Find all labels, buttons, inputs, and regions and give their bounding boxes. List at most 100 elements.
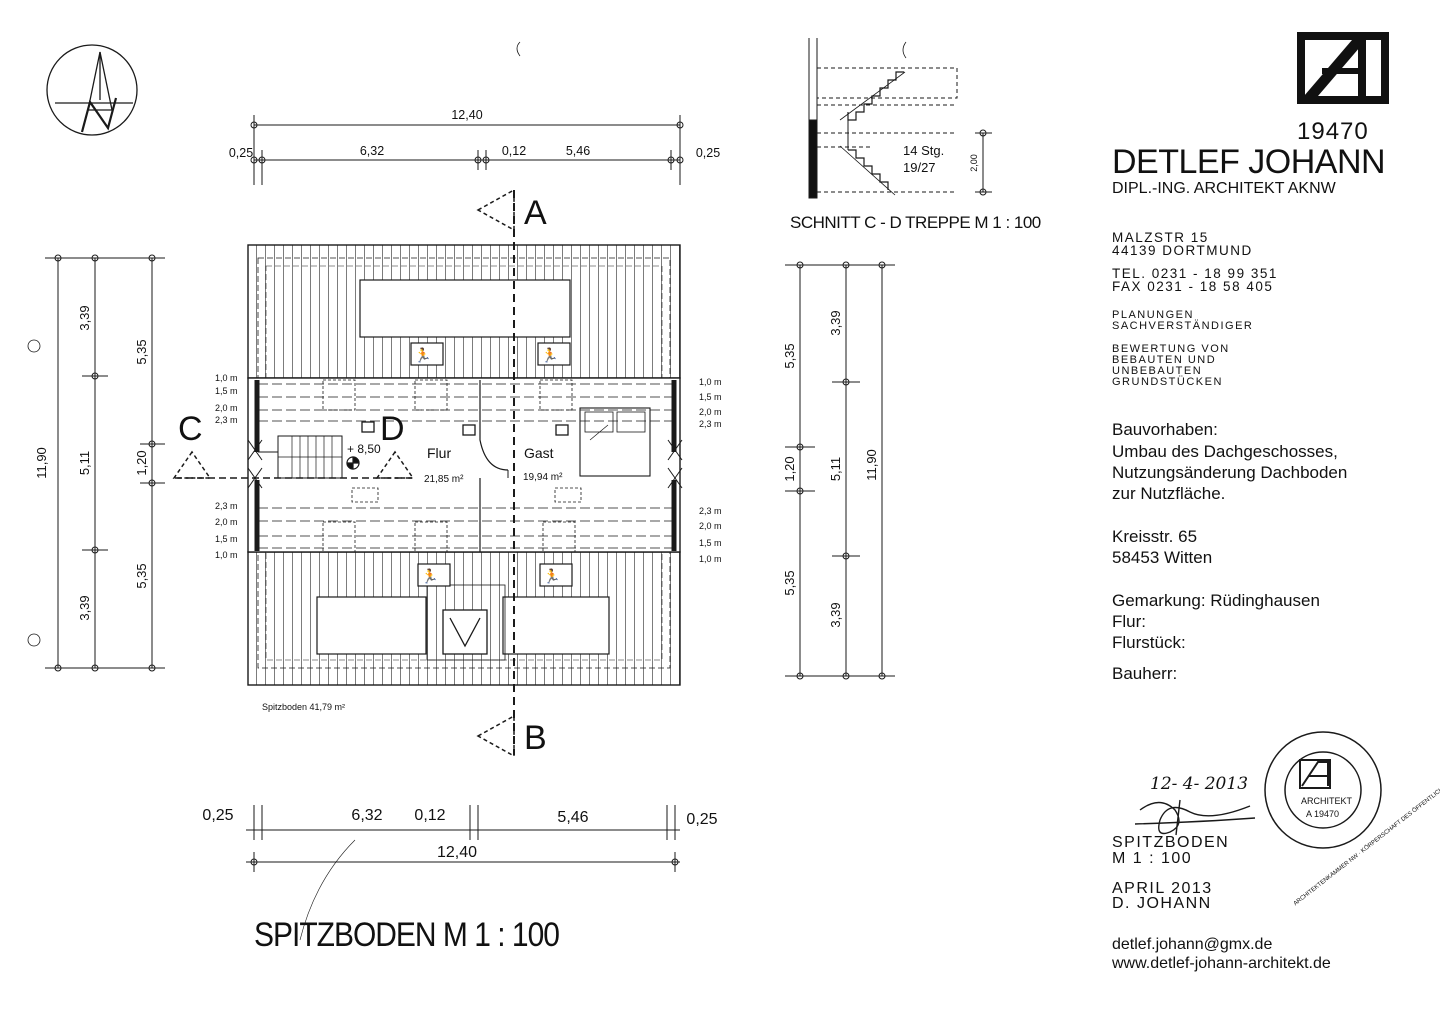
height-label: 2,0 m	[215, 517, 238, 527]
punch-hole-icon	[27, 41, 521, 647]
site-city: 58453 Witten	[1112, 548, 1213, 567]
stamp-label: ARCHITEKT	[1301, 796, 1353, 806]
dim-right-mid-1: 5,35	[782, 343, 797, 368]
dim-left-mid-2: 1,20	[134, 450, 149, 475]
site-street: Kreisstr. 65	[1112, 527, 1198, 546]
bauherr: Bauherr:	[1112, 664, 1178, 683]
section-mark-d: D	[380, 410, 405, 448]
height-label: 2,3 m	[699, 506, 722, 516]
height-label: 2,3 m	[215, 415, 238, 425]
exit-sign-icon	[410, 342, 573, 587]
dim-top-part-5: 0,25	[696, 146, 720, 160]
height-label: 1,5 m	[699, 538, 722, 548]
north-arrow-icon	[46, 44, 138, 136]
gemarkung: Gemarkung: Rüdinghausen	[1112, 591, 1320, 610]
dim-bottom-part-2: 6,32	[351, 807, 382, 824]
sheet-scale: M 1 : 100	[1112, 850, 1193, 867]
dim-right-mid-3: 5,35	[782, 570, 797, 595]
dim-bottom-total: 12,40	[437, 844, 477, 861]
section-steps: 14 Stg.	[903, 143, 944, 158]
dim-right-inner-3: 3,39	[828, 602, 843, 627]
dimension-top	[250, 115, 684, 185]
web-link[interactable]: www.detlef-johann-architekt.de	[1112, 955, 1331, 972]
signature-icon	[1134, 799, 1256, 836]
section-mark-b: B	[524, 719, 547, 757]
project-desc-line: Nutzungsänderung Dachboden	[1112, 463, 1348, 482]
dim-right-inner-2: 5,11	[828, 457, 843, 481]
dim-bottom-part-5: 0,25	[686, 811, 717, 828]
dim-left-mid-1: 5,35	[134, 339, 149, 364]
dimension-right	[785, 261, 895, 680]
room-area-flur: 21,85 m²	[424, 474, 464, 485]
height-label: 1,0 m	[215, 373, 238, 383]
services-line: PLANUNGEN	[1112, 309, 1194, 321]
services-line: UNBEBAUTEN	[1112, 365, 1203, 377]
services-line: GRUNDSTÜCKEN	[1112, 376, 1223, 388]
height-label: 1,5 m	[215, 534, 238, 544]
tel-number: TEL. 0231 - 18 99 351	[1112, 266, 1278, 281]
dim-left-inner-1: 3,39	[77, 305, 92, 330]
dim-left-total: 11,90	[34, 447, 49, 479]
stamp-number: A 19470	[1306, 809, 1339, 819]
svg-text:🏃: 🏃	[414, 347, 431, 363]
section-height: 2,00	[969, 154, 979, 172]
signature-date: 12- 4- 2013	[1150, 774, 1249, 794]
dim-left-inner-2: 5,11	[77, 451, 92, 475]
dimension-bottom	[246, 805, 680, 941]
height-label: 2,3 m	[215, 501, 238, 511]
address-street: MALZSTR 15	[1112, 230, 1209, 245]
height-label: 1,0 m	[215, 550, 238, 560]
sheet-author: D. JOHANN	[1112, 895, 1212, 912]
dim-top-part-3: 0,12	[502, 144, 526, 158]
room-area-gast: 19,94 m²	[523, 472, 563, 483]
fax-number: FAX 0231 - 18 58 405	[1112, 279, 1274, 294]
architect-logo-icon	[1297, 32, 1389, 104]
height-label: 2,0 m	[699, 521, 722, 531]
email-link[interactable]: detlef.johann@gmx.de	[1112, 936, 1273, 953]
section-mark-a: A	[524, 194, 547, 232]
height-label: 1,5 m	[215, 386, 238, 396]
project-desc-line: zur Nutzfläche.	[1112, 484, 1226, 503]
plan-title: SPITZBODEN M 1 : 100	[254, 915, 559, 953]
services-line: SACHVERSTÄNDIGER	[1112, 320, 1254, 332]
dim-left-inner-3: 3,39	[77, 595, 92, 620]
dimension-left	[45, 254, 165, 672]
project-desc-line: Umbau des Dachgeschosses,	[1112, 442, 1338, 461]
height-label: 2,3 m	[699, 419, 722, 429]
sheet-date: APRIL 2013	[1112, 880, 1213, 897]
sheet-name: SPITZBODEN	[1112, 834, 1230, 851]
project-label: Bauvorhaben:	[1112, 420, 1218, 439]
dim-top-part-2: 6,32	[360, 144, 384, 158]
dim-right-total: 11,90	[864, 449, 879, 481]
section-mark-c: C	[178, 410, 203, 448]
svg-text:🏃: 🏃	[543, 568, 560, 584]
level-marker-icon	[346, 456, 360, 470]
level-label: + 8,50	[347, 442, 381, 456]
section-caption: SCHNITT C - D TREPPE M 1 : 100	[790, 213, 1041, 232]
flurstueck: Flurstück:	[1112, 633, 1186, 652]
room-name-gast: Gast	[524, 445, 554, 461]
services-line: BEWERTUNG VON	[1112, 343, 1230, 355]
room-name-flur: Flur	[427, 445, 451, 461]
dim-left-mid-3: 5,35	[134, 563, 149, 588]
architect-name: DETLEF JOHANN	[1112, 143, 1386, 181]
height-label: 2,0 m	[699, 407, 722, 417]
dim-bottom-part-3: 0,12	[414, 807, 445, 824]
dim-bottom-part-4: 5,46	[557, 809, 588, 826]
height-label: 1,0 m	[699, 554, 722, 564]
roof-plan: 🏃🏃 🏃🏃	[247, 244, 683, 686]
flur: Flur:	[1112, 612, 1146, 631]
section-riser: 19/27	[903, 160, 936, 175]
height-label: 1,5 m	[699, 392, 722, 402]
architect-title: DIPL.-ING. ARCHITEKT AKNW	[1112, 180, 1336, 197]
dim-right-mid-2: 1,20	[782, 456, 797, 481]
stamp-ring-text: ARCHITEKTENKAMMER NW · KÖRPERSCHAFT DES …	[1292, 764, 1440, 907]
total-area-label: Spitzboden 41,79 m²	[262, 702, 345, 712]
dim-top-total: 12,40	[451, 108, 482, 122]
address-city: 44139 DORTMUND	[1112, 243, 1253, 258]
dim-right-inner-1: 3,39	[828, 310, 843, 335]
dim-top-part-1: 0,25	[229, 146, 253, 160]
stair-section-detail	[808, 38, 992, 199]
height-label: 1,0 m	[699, 377, 722, 387]
